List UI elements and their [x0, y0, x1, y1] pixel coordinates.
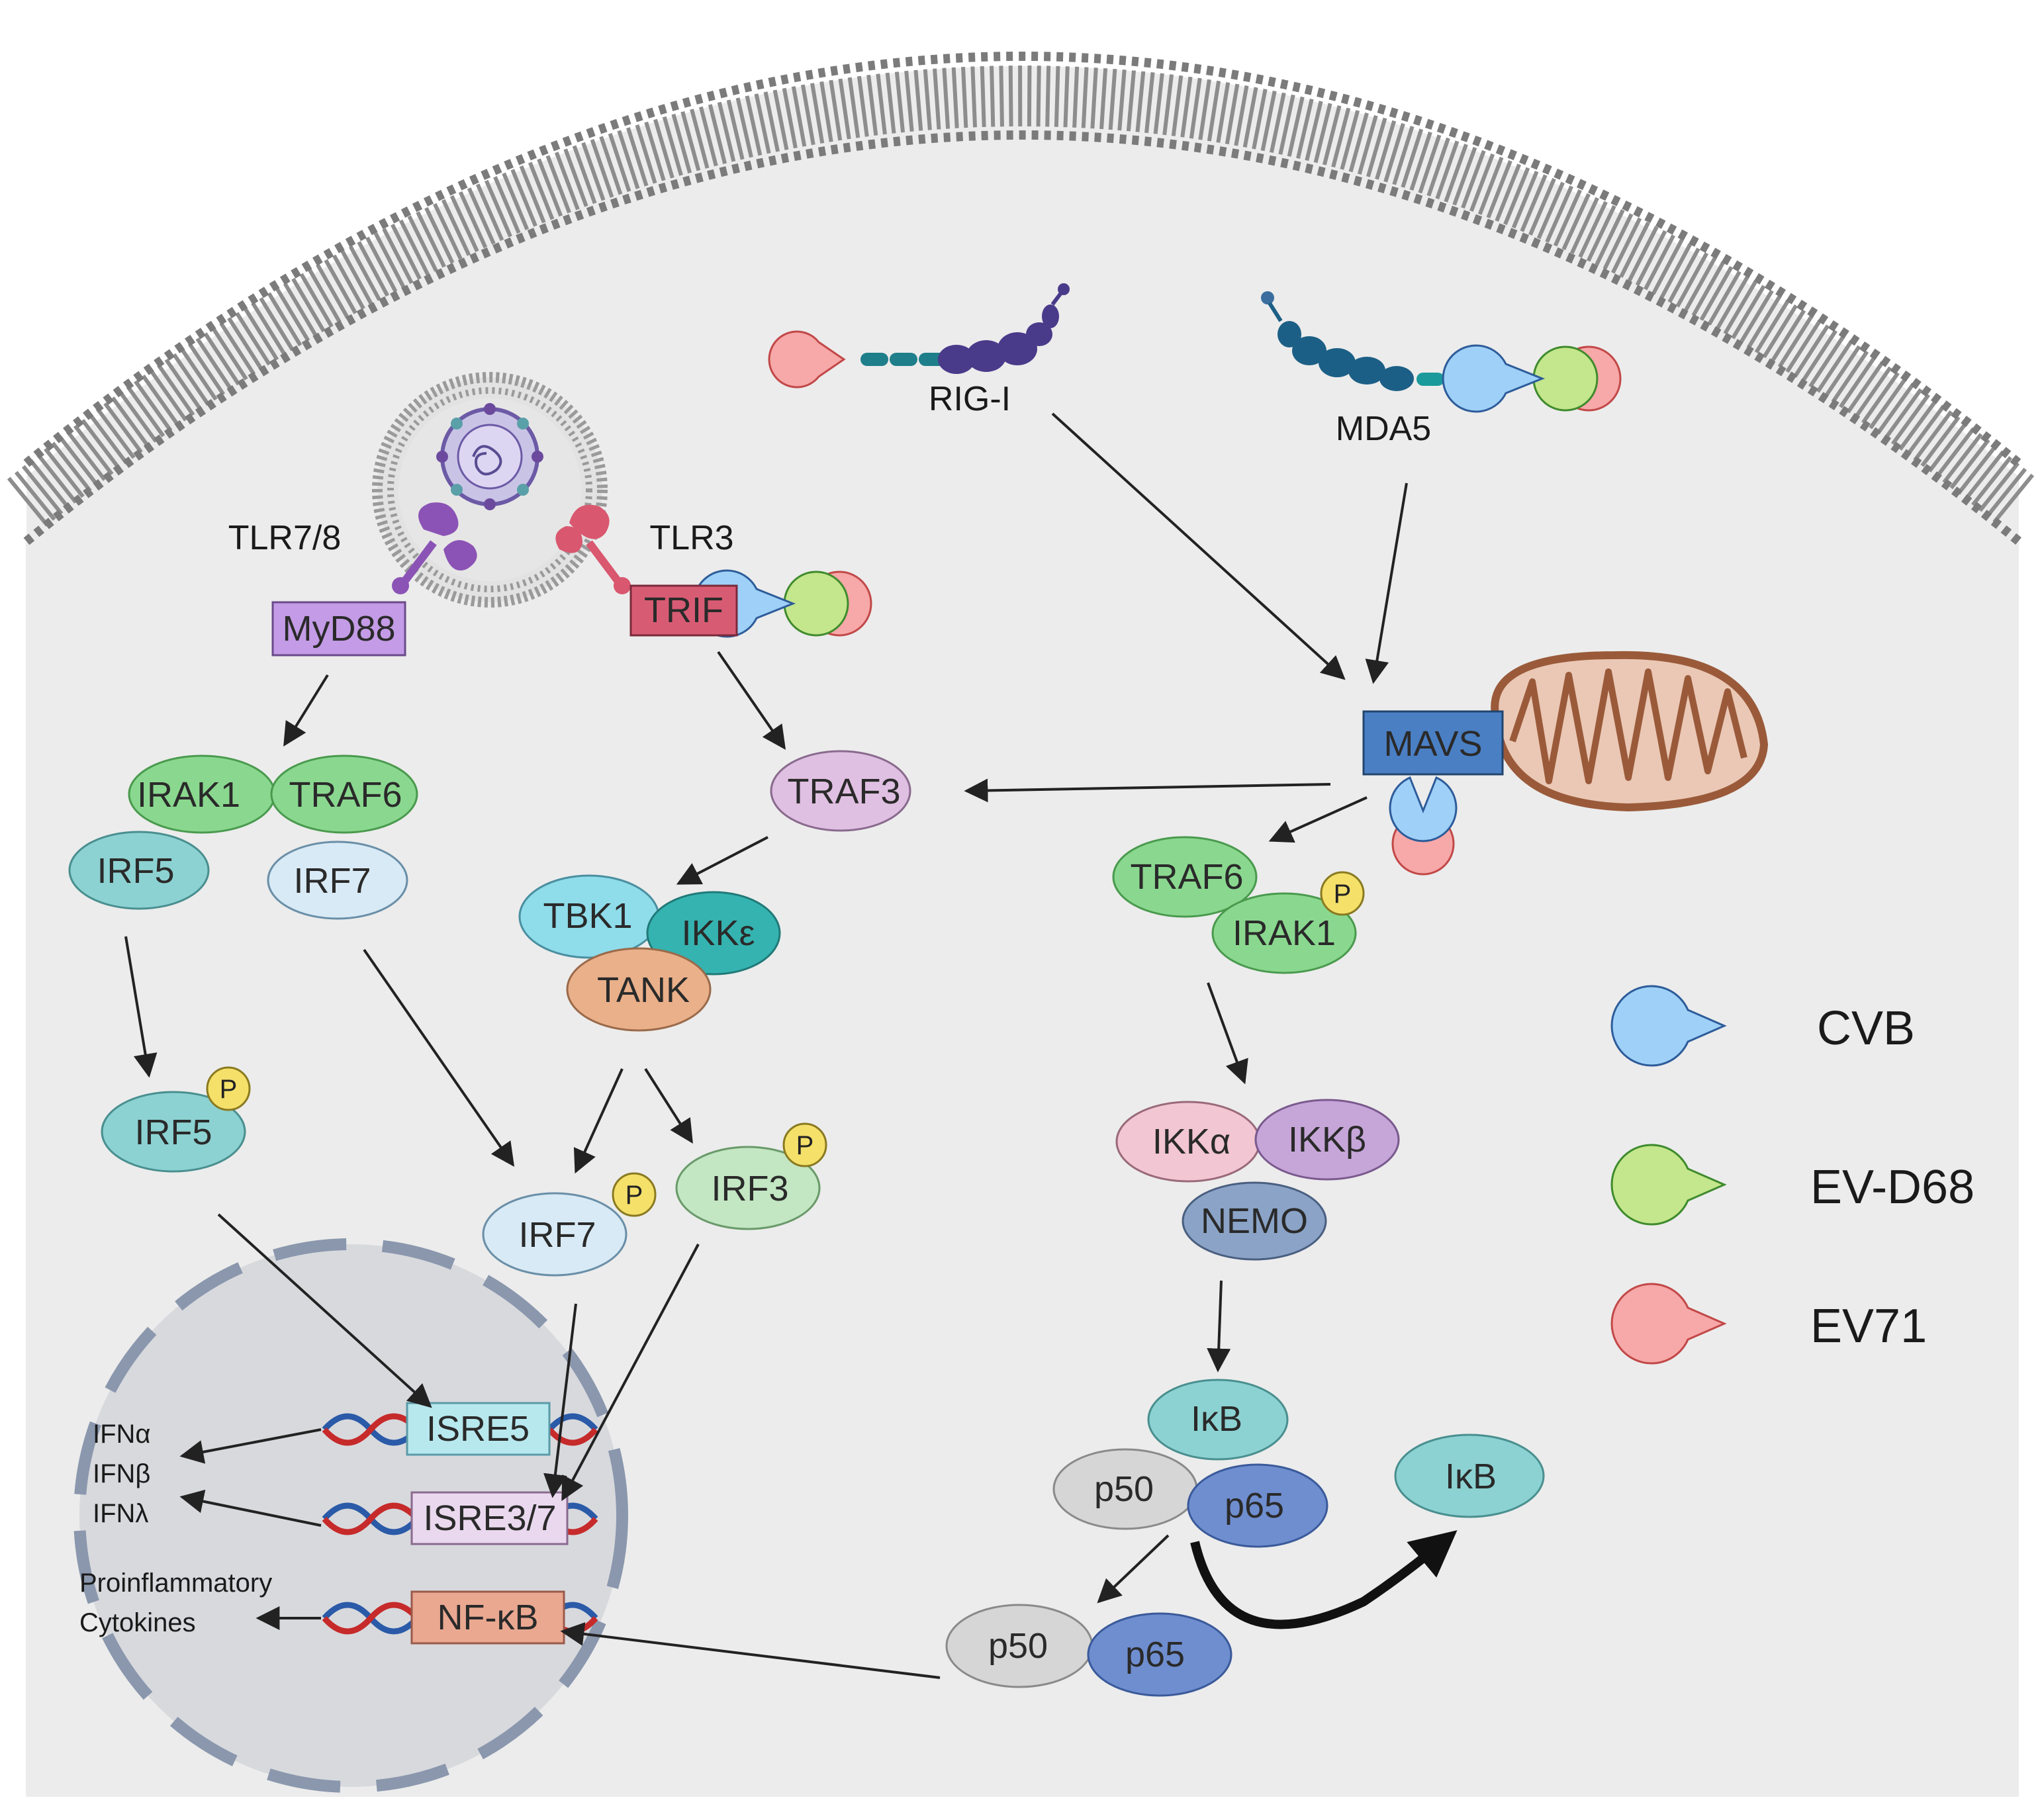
legend-item-cvb: CVB [1610, 985, 1915, 1067]
ikb-free-node [1394, 1433, 1545, 1518]
phospho-irfs: IRF5 P IRF7 P IRF3 P [101, 1066, 827, 1277]
traf6-right-node [1112, 836, 1258, 918]
arrows [124, 412, 1458, 1679]
ifnl-label: IFNλ [93, 1499, 148, 1528]
rig-i-receptor-icon [768, 283, 1070, 388]
phospho-badge [206, 1066, 251, 1111]
ikb-complex-node [1147, 1379, 1289, 1461]
ikke-label: IKKε [681, 913, 755, 953]
nemo-node [1182, 1181, 1327, 1261]
legend-item-evd68: EV-D68 [1610, 1144, 1974, 1226]
virus-particle-icon [436, 403, 543, 510]
isre37-box [410, 1491, 569, 1545]
isre5-box [406, 1402, 551, 1456]
cytokines-label-1: Proinflammatory [79, 1569, 272, 1598]
tlr3-label: TLR3 [649, 519, 733, 557]
p50-free-label: p50 [988, 1626, 1048, 1666]
mda5-label: MDA5 [1336, 410, 1431, 448]
evd68-pacman-icon [1610, 1144, 1727, 1226]
ifna-label: IFNα [93, 1420, 151, 1449]
legend-item-ev71: EV71 [1610, 1283, 1927, 1365]
irf7-p-label: IRF7 [518, 1215, 596, 1255]
isre37-label: ISRE3/7 [423, 1498, 556, 1538]
ikkb-label: IKKβ [1288, 1120, 1366, 1160]
phospho-label: P [220, 1075, 238, 1104]
p65-free-label: p65 [1125, 1635, 1185, 1674]
irf5-label: IRF5 [97, 851, 174, 891]
nfkb-label: NF-κB [438, 1598, 539, 1637]
traf6-right-label: TRAF6 [1130, 857, 1243, 897]
dna-strand-icon [322, 1413, 598, 1446]
tank-node [566, 947, 712, 1032]
myd88-box [271, 601, 406, 657]
p65-complex-label: p65 [1225, 1486, 1284, 1525]
ikkb-node [1254, 1099, 1400, 1181]
traf6-left-node [270, 754, 418, 834]
ifnb-label: IFNβ [93, 1459, 150, 1488]
traf6-left-label: TRAF6 [289, 775, 402, 815]
left-complex: IRAK1 TRAF6 IRF5 IRF7 [68, 754, 418, 920]
legend-label: EV71 [1810, 1300, 1927, 1353]
irf3-p-node [675, 1146, 821, 1230]
mavs-box [1362, 710, 1504, 776]
irf7-p-node [482, 1192, 627, 1277]
phospho-badge [782, 1122, 827, 1167]
traf3-label: TRAF3 [787, 772, 900, 811]
tank-label: TANK [597, 970, 690, 1010]
trif-box [629, 584, 738, 637]
ev71-pacman-icon [1610, 1283, 1727, 1365]
cytokines-label-2: Cytokines [79, 1608, 196, 1637]
irf7-node [267, 841, 408, 920]
tlr78-label: TLR7/8 [228, 519, 342, 557]
phospho-badge [612, 1172, 657, 1217]
nemo-label: NEMO [1201, 1201, 1308, 1241]
nucleus: ISRE5 ISRE3/7 NF-κB IFNα IFNβ IFNλ Proin… [73, 1238, 628, 1793]
legend-label: EV-D68 [1810, 1161, 1974, 1214]
myd88-label: MyD88 [282, 609, 395, 649]
legend: CVB EV-D68 EV71 [1610, 985, 1974, 1365]
mavs-downstream: TRAF6 IRAK1 P IKKα IKKβ NEMO IκB p50 p65… [945, 836, 1545, 1697]
irf5-p-node [101, 1091, 246, 1173]
mitochondrion-icon [1491, 651, 1769, 812]
p50-complex-label: p50 [1094, 1469, 1154, 1509]
ikka-label: IKKα [1152, 1122, 1231, 1161]
phospho-badge [1320, 871, 1365, 916]
cvb-pacman-icon [1610, 985, 1727, 1067]
viral-protease-pair-mavs [1389, 776, 1458, 876]
nfkb-box [410, 1590, 565, 1645]
irak1-right-node [1211, 892, 1357, 974]
phospho-label: P [1334, 880, 1352, 909]
irf5-node [68, 831, 210, 910]
isre5-label: ISRE5 [426, 1409, 530, 1449]
ikb-complex-label: IκB [1191, 1399, 1242, 1439]
irf7-label: IRF7 [293, 861, 371, 901]
irf5-p-label: IRF5 [134, 1113, 212, 1152]
phospho-label: P [796, 1131, 814, 1160]
rig-i-label: RIG-I [929, 380, 1011, 418]
plasma-membrane [7, 66, 2039, 527]
legend-label: CVB [1817, 1002, 1915, 1055]
phospho-label: P [626, 1181, 643, 1210]
tlr78-receptor-icon [392, 502, 477, 594]
irak1-left-label: IRAK1 [137, 775, 240, 815]
traf3-node [770, 750, 911, 832]
p65-complex-node [1187, 1463, 1328, 1548]
tlr3-receptor-icon [555, 504, 631, 594]
ikke-node [646, 891, 781, 976]
irak1-right-label: IRAK1 [1232, 913, 1336, 953]
ikb-free-label: IκB [1445, 1457, 1497, 1496]
mavs-label: MAVS [1383, 724, 1482, 764]
p65-free-node [1087, 1612, 1232, 1697]
irf3-p-label: IRF3 [711, 1169, 788, 1208]
traf3-complex: TRAF3 TBK1 IKKε TANK [518, 750, 911, 1032]
trif-label: TRIF [644, 590, 723, 630]
tbk1-label: TBK1 [543, 896, 632, 936]
viral-protease-trio-mda5 [1442, 344, 1622, 413]
